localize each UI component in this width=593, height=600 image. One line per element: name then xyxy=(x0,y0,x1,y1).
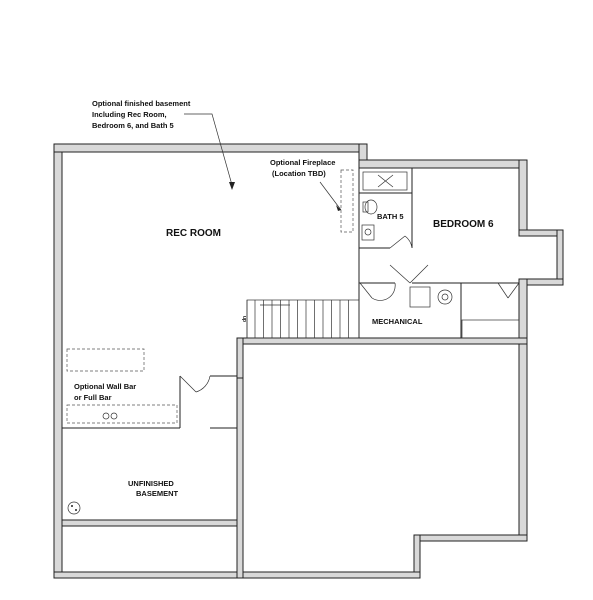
staircase xyxy=(246,299,360,339)
optional-bar-line-2: or Full Bar xyxy=(74,393,112,402)
bath-label: BATH 5 xyxy=(377,212,404,221)
optional-basement-line-2: Including Rec Room, xyxy=(92,110,167,119)
floor-drain-icon xyxy=(67,501,81,515)
optional-basement-line-1: Optional finished basement xyxy=(92,99,191,108)
unfinished-line-2: BASEMENT xyxy=(136,489,179,498)
optional-bar-line-1: Optional Wall Bar xyxy=(74,382,136,391)
optional-basement-line-3: Bedroom 6, and Bath 5 xyxy=(92,121,174,130)
mechanical-fixtures xyxy=(409,286,520,339)
optional-fireplace-line-2: (Location TBD) xyxy=(272,169,326,178)
optional-fireplace-line-1: Optional Fireplace xyxy=(270,158,335,167)
stair-direction-label: dn xyxy=(242,316,248,322)
mechanical-label: MECHANICAL xyxy=(372,317,423,326)
bedroom-label: BEDROOM 6 xyxy=(433,219,494,230)
doors xyxy=(179,235,520,393)
exterior-walls xyxy=(53,143,564,579)
fireplace-outline xyxy=(340,169,354,233)
rec-room-label: REC ROOM xyxy=(166,228,221,239)
optional-bar-outline xyxy=(66,348,178,424)
unfinished-line-1: UNFINISHED xyxy=(128,479,174,488)
interior-walls xyxy=(62,168,519,429)
bath-fixtures xyxy=(361,171,408,241)
